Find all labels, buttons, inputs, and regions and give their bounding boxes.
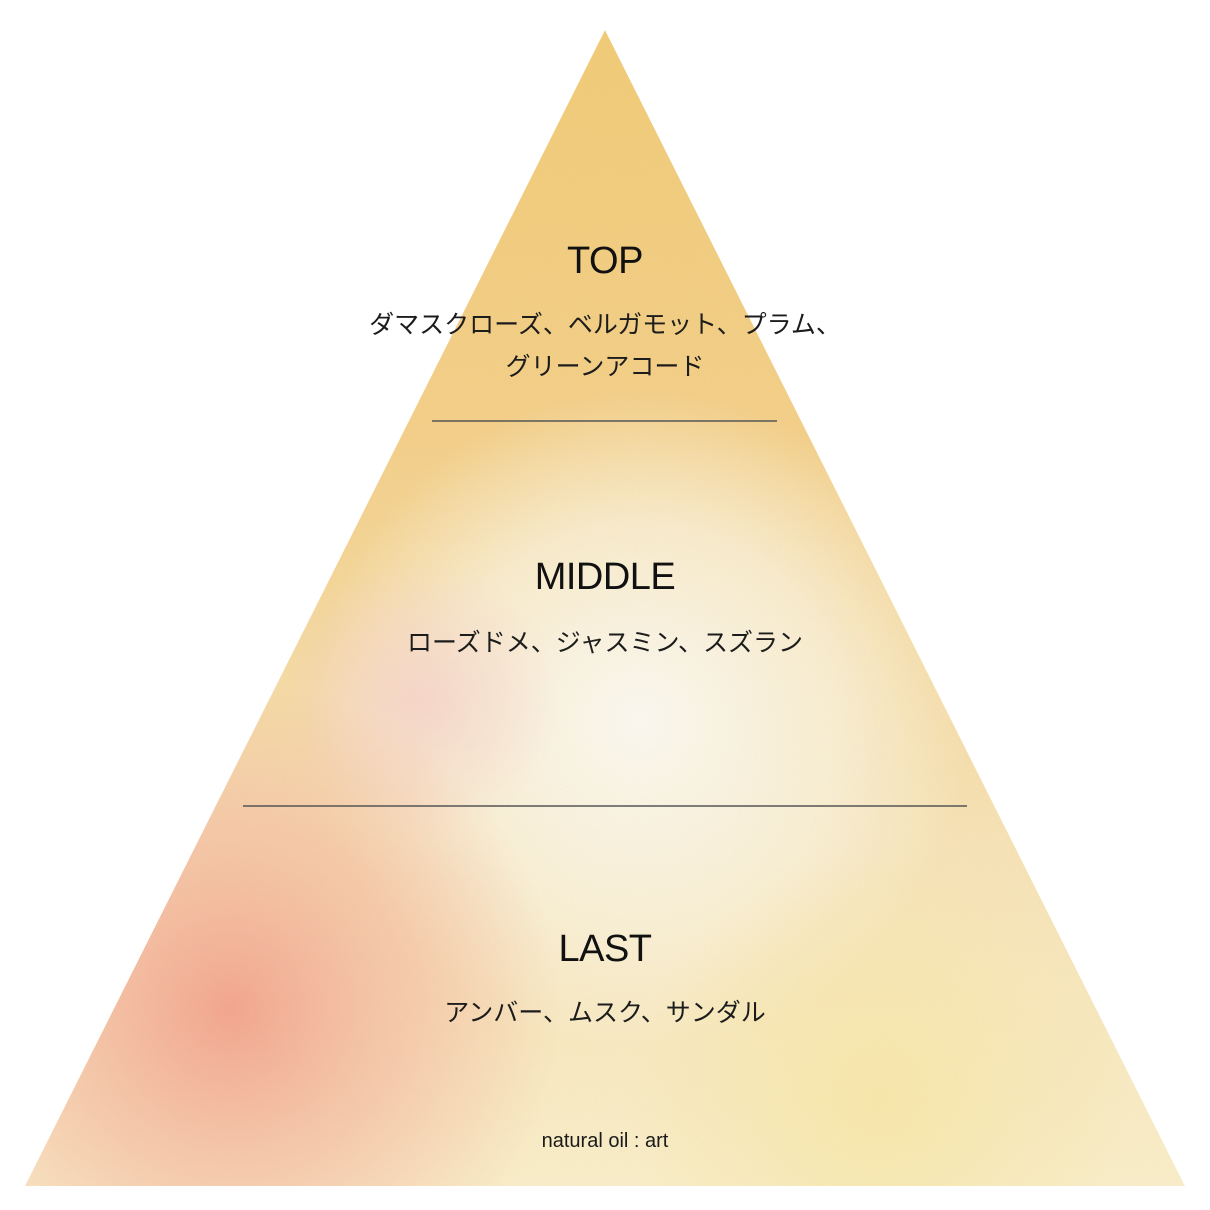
tier-top-notes-line-2: グリーンアコード: [505, 352, 705, 381]
brand-name: natural oil : art: [541, 1130, 669, 1152]
tier-middle-title: MIDDLE: [534, 556, 676, 598]
tier-top-notes: ダマスクローズ、ベルガモット、プラム、 グリーンアコード: [0, 304, 1210, 388]
tier-last-title: LAST: [558, 928, 652, 970]
tier-last-notes: アンバー、ムスク、サンダル: [0, 992, 1210, 1034]
tier-last-notes-line-1: アンバー、ムスク、サンダル: [444, 998, 766, 1027]
tier-middle-notes: ローズドメ、ジャスミン、スズラン: [0, 622, 1210, 664]
tier-top-notes-line-1: ダマスクローズ、ベルガモット、プラム、: [369, 310, 841, 339]
tier-top-title: TOP: [567, 240, 643, 282]
tier-middle-notes-line-1: ローズドメ、ジャスミン、スズラン: [406, 628, 803, 657]
